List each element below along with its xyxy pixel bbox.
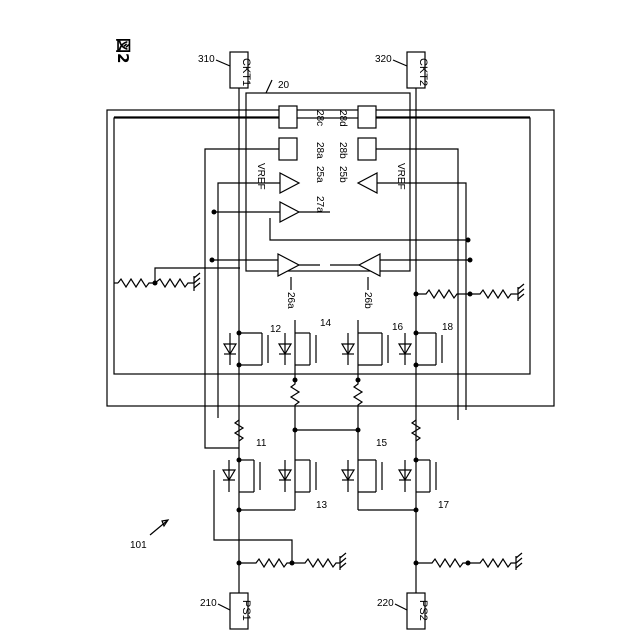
terminal-ckt1-label: CKT1: [240, 58, 252, 86]
label-27a: 27a: [314, 196, 325, 213]
label-28d: 28d: [337, 110, 348, 127]
vref-left: VREF: [255, 163, 266, 190]
transistor-16: [342, 320, 388, 380]
resistor-mid-right: [354, 380, 362, 408]
terminal-ckt2-ref: 320: [375, 54, 392, 65]
vref-right: VREF: [395, 163, 406, 190]
latch-28d: [358, 106, 376, 128]
label-13: 13: [316, 500, 328, 511]
label-12: 12: [270, 324, 282, 335]
label-28c: 28c: [314, 110, 325, 126]
outer-frame: [107, 110, 554, 406]
terminal-ckt2-label: CKT2: [417, 58, 429, 86]
terminal-ckt1-ref: 310: [198, 54, 215, 65]
label-14: 14: [320, 318, 332, 329]
resistor-bottom-left-2: [292, 559, 340, 567]
resistor-bottom-right-2: [468, 559, 516, 567]
label-28a: 28a: [314, 142, 325, 159]
resistor-mid-left: [291, 380, 299, 408]
label-26b: 26b: [362, 292, 373, 309]
driver-26b: [359, 254, 380, 276]
label-18: 18: [442, 322, 454, 333]
label-25a: 25a: [314, 166, 325, 183]
leader-20: [266, 80, 272, 93]
resistor-left-1: [118, 279, 155, 287]
latch-28b: [358, 138, 376, 160]
comparator-25a: [280, 173, 299, 193]
label-15: 15: [376, 438, 388, 449]
leader-101: [150, 520, 168, 535]
transistor-13: [279, 430, 316, 510]
resistor-bottom-right-1: [416, 559, 468, 567]
latch-28a: [279, 138, 297, 160]
terminal-ps1-label: PS1: [240, 600, 252, 621]
resistor-bottom-left-1: [239, 559, 292, 567]
label-11: 11: [256, 438, 267, 449]
label-25b: 25b: [337, 166, 348, 183]
terminal-ps1-ref: 210: [200, 598, 217, 609]
resistor-left-2: [155, 279, 194, 287]
label-20: 20: [278, 80, 290, 91]
transistor-11: [223, 460, 260, 492]
amplifier-27a: [280, 202, 299, 222]
latch-28c: [279, 106, 297, 128]
transistor-14: [279, 320, 316, 380]
comparator-25b: [358, 173, 377, 193]
label-26a: 26a: [285, 292, 296, 309]
label-16: 16: [392, 322, 404, 333]
resistor-right-2: [470, 290, 518, 298]
resistor-right-1: [416, 290, 470, 298]
driver-26a: [278, 254, 299, 276]
transistor-17: [399, 460, 436, 492]
terminal-ps2-ref: 220: [377, 598, 394, 609]
transistor-18: [399, 333, 442, 365]
label-28b: 28b: [337, 142, 348, 159]
terminal-ps2-label: PS2: [417, 600, 429, 621]
figure-title: 図2: [114, 38, 132, 63]
device-ref-101: 101: [130, 540, 147, 551]
transistor-12: [224, 333, 268, 365]
label-17: 17: [438, 500, 450, 511]
control-block-20: [246, 93, 410, 271]
